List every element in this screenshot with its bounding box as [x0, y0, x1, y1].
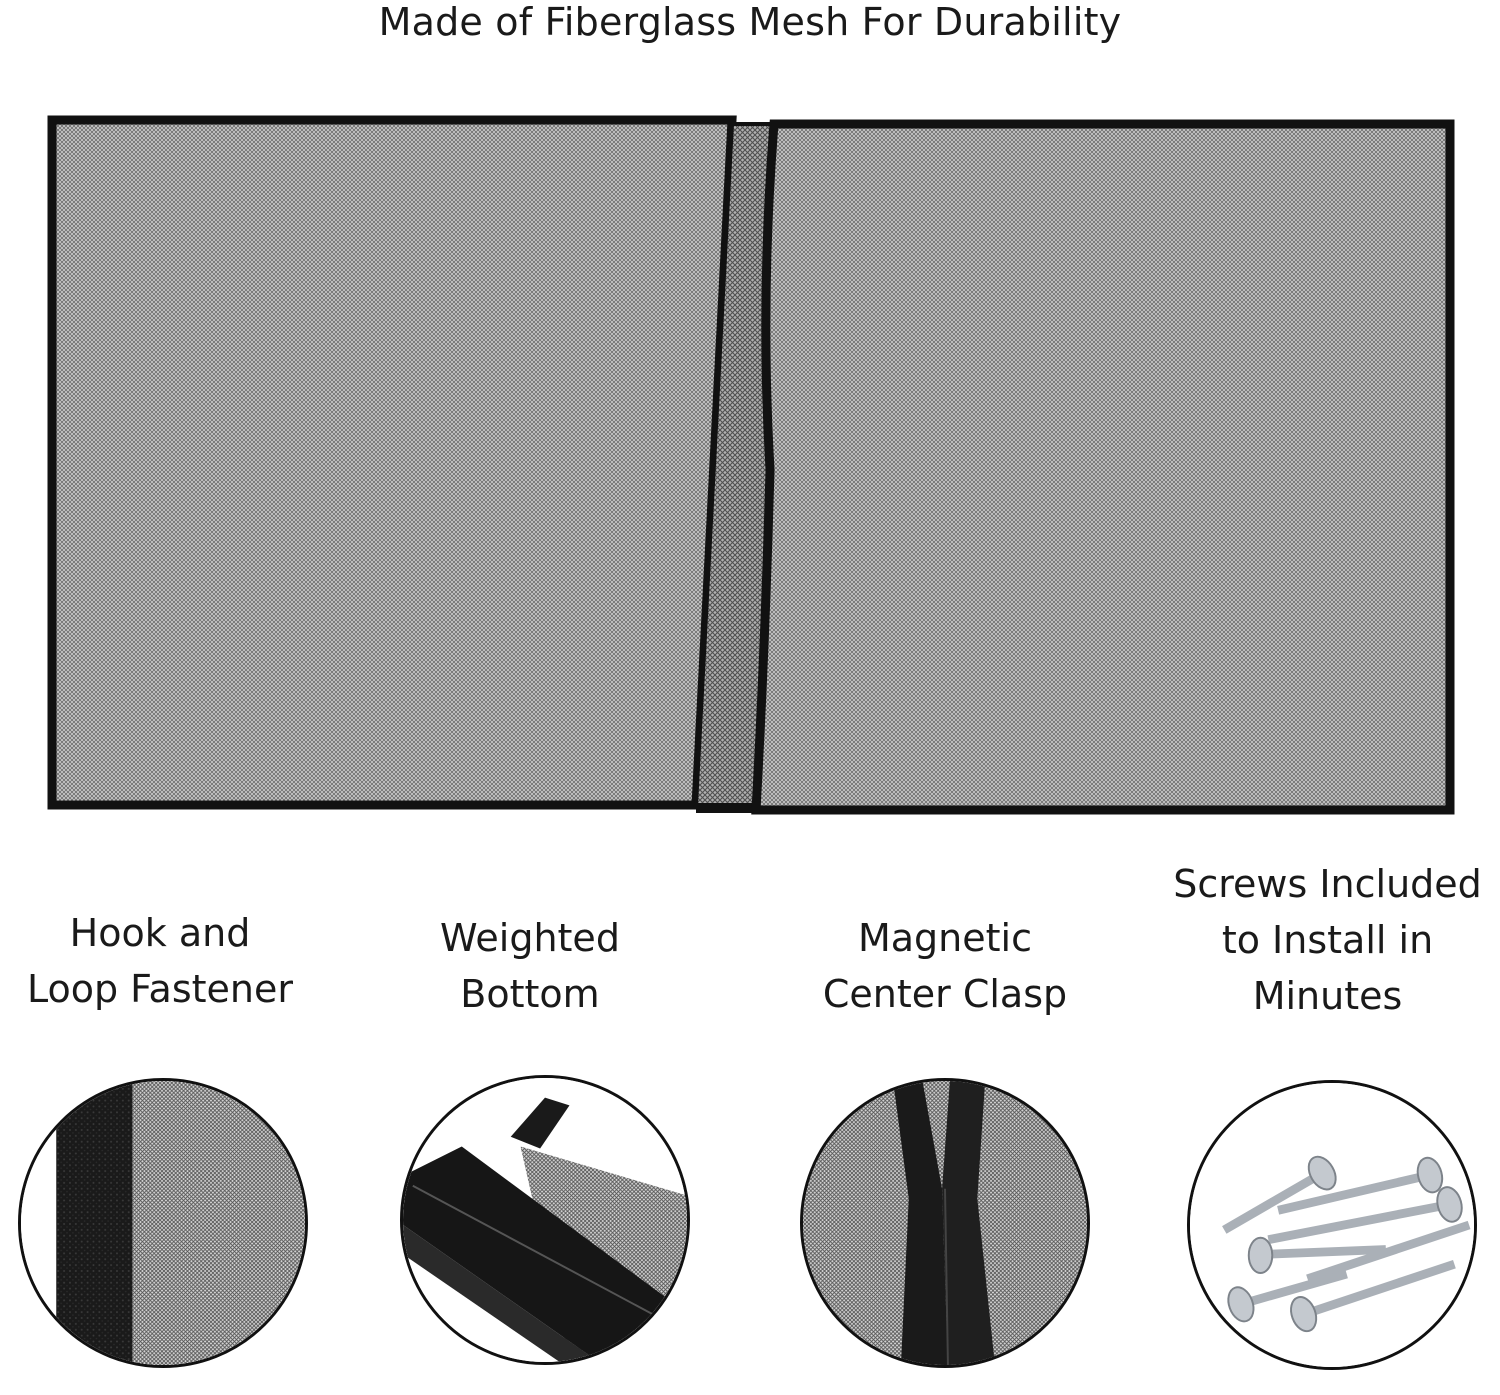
feature-label-magnetic-clasp: Magnetic Center Clasp — [790, 910, 1100, 1022]
screen-door-illustration — [47, 115, 1455, 815]
left-mesh-panel — [47, 115, 737, 810]
page-title: Made of Fiberglass Mesh For Durability — [378, 0, 1122, 44]
feature-label-line: Loop Fastener — [26, 967, 294, 1011]
right-mesh-panel — [751, 119, 1455, 815]
feature-label-weighted-bottom: Weighted Bottom — [380, 910, 680, 1022]
weighted-bottom-closeup — [400, 1075, 690, 1365]
feature-label-line: Hook and — [69, 911, 251, 955]
feature-label-line: Weighted — [440, 916, 620, 960]
feature-label-screws: Screws Included to Install in Minutes — [1155, 856, 1500, 1024]
magnetic-clasp-closeup — [800, 1078, 1090, 1368]
feature-label-hook-loop: Hook and Loop Fastener — [5, 905, 315, 1017]
feature-label-line: Minutes — [1252, 974, 1403, 1018]
hook-and-loop-closeup — [18, 1078, 308, 1368]
screws-closeup — [1187, 1080, 1477, 1370]
feature-label-line: to Install in — [1221, 918, 1434, 962]
feature-label-line: Magnetic — [857, 916, 1032, 960]
feature-label-line: Center Clasp — [822, 972, 1068, 1016]
feature-label-line: Bottom — [460, 972, 600, 1016]
feature-label-line: Screws Included — [1173, 862, 1482, 906]
